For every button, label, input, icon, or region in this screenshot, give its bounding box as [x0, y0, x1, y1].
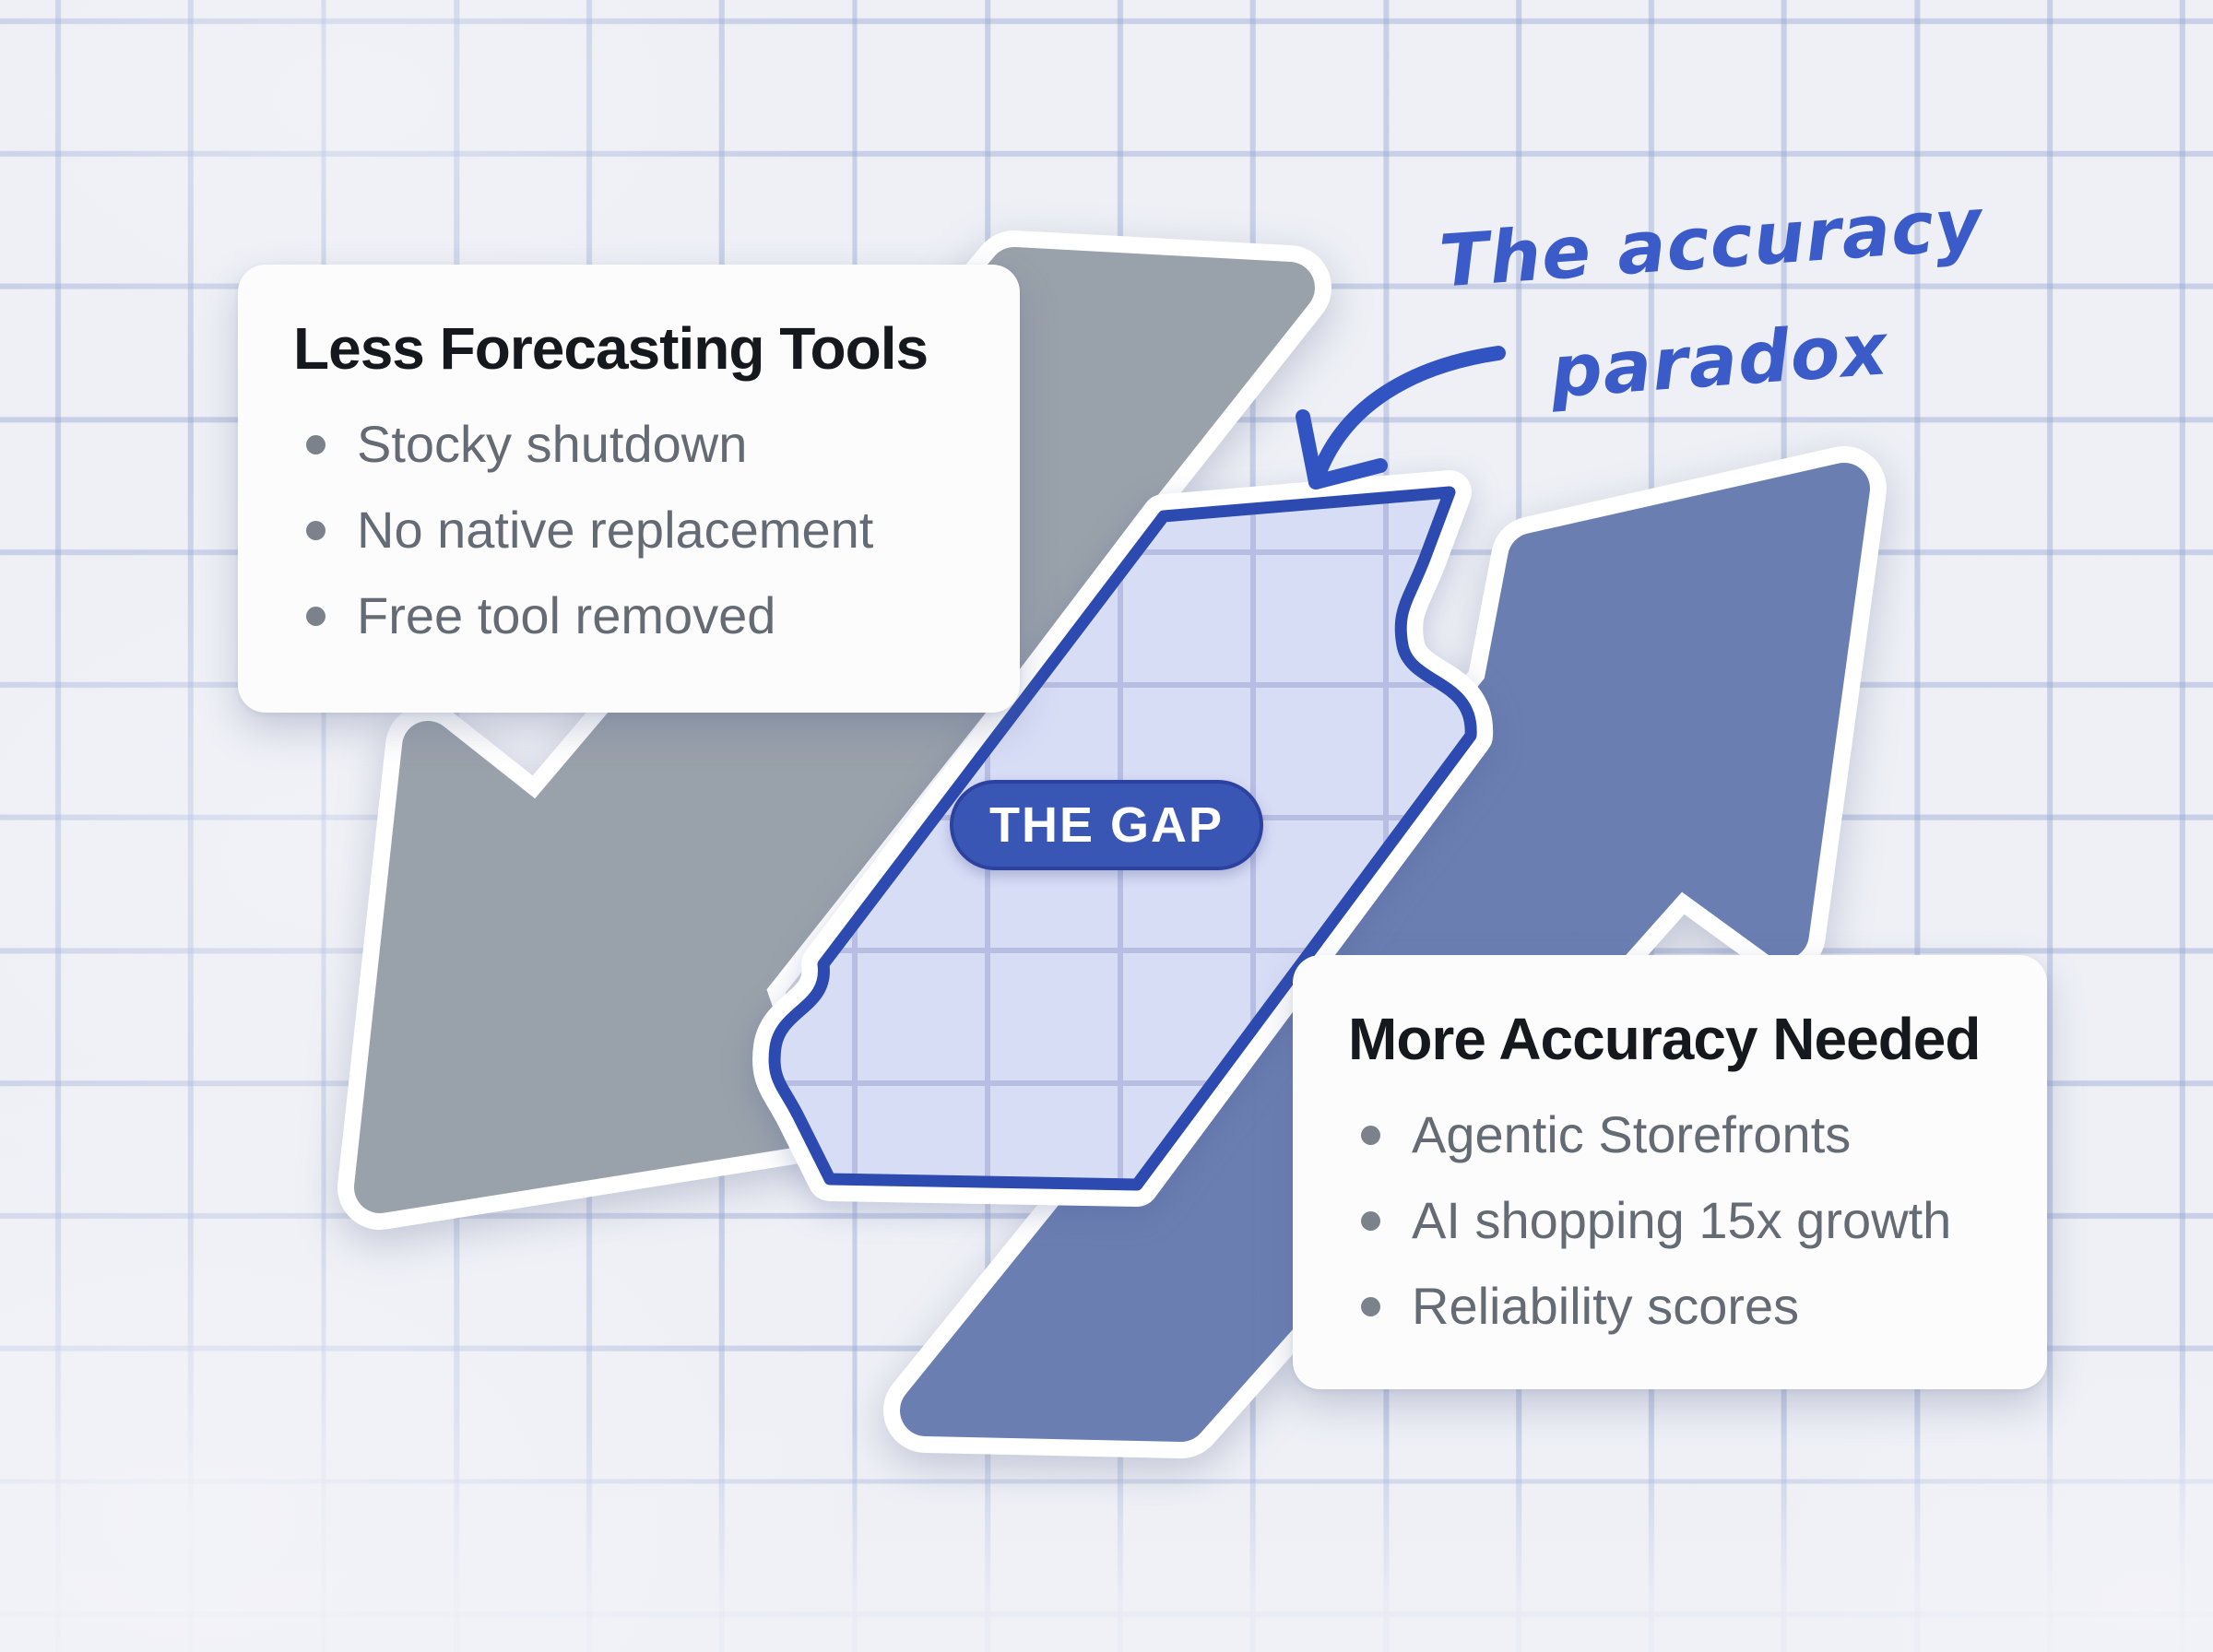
list-item: Free tool removed [293, 587, 964, 644]
bullet-dot-icon [1361, 1125, 1380, 1145]
list-item: Stocky shutdown [293, 416, 964, 473]
gap-badge: THE GAP [950, 780, 1263, 870]
bullet-text: AI shopping 15x growth [1412, 1191, 1952, 1249]
bullet-text: Agentic Storefronts [1412, 1105, 1852, 1163]
right-card-bullets: Agentic Storefronts AI shopping 15x grow… [1348, 1106, 1992, 1335]
bullet-text: Free tool removed [357, 586, 776, 644]
list-item: Reliability scores [1348, 1278, 1992, 1335]
list-item: AI shopping 15x growth [1348, 1192, 1992, 1249]
right-card-title: More Accuracy Needed [1348, 1006, 1981, 1072]
left-card-title: Less Forecasting Tools [293, 315, 929, 382]
bullet-text: No native replacement [357, 501, 874, 559]
left-card-bullets: Stocky shutdown No native replacement Fr… [293, 416, 964, 644]
bullet-dot-icon [306, 520, 325, 540]
bullet-text: Reliability scores [1412, 1277, 1800, 1335]
bullet-dot-icon [1361, 1210, 1380, 1231]
list-item: Agentic Storefronts [1348, 1106, 1992, 1163]
bullet-text: Stocky shutdown [357, 415, 748, 473]
bullet-dot-icon [1361, 1296, 1380, 1316]
bullet-dot-icon [306, 606, 325, 626]
right-card: More Accuracy Needed Agentic Storefronts… [1293, 955, 2047, 1389]
left-card: Less Forecasting Tools Stocky shutdown N… [238, 265, 1020, 713]
gap-badge-label: THE GAP [988, 797, 1225, 853]
list-item: No native replacement [293, 502, 964, 559]
annotation-text: The accuracy paradox [1413, 164, 2018, 441]
bullet-dot-icon [306, 434, 325, 454]
